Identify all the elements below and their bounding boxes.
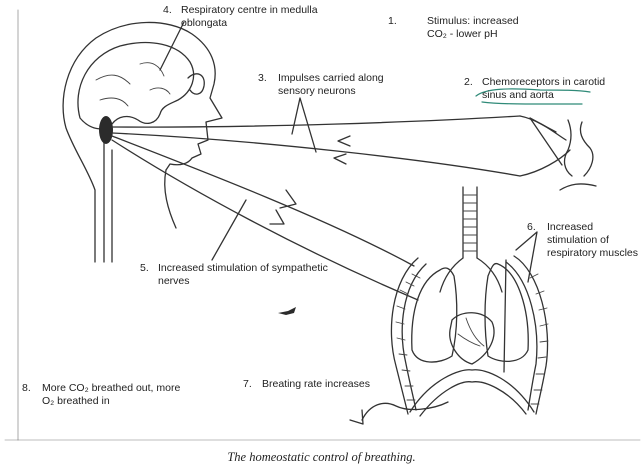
label-3-pointer (291, 97, 317, 153)
label-2-number: 2. (464, 76, 473, 88)
lungs (411, 262, 529, 365)
label-4-pointer (159, 21, 185, 71)
label-7-number: 7. (243, 378, 252, 390)
chemoreceptor-underline (475, 88, 591, 97)
figure-caption: The homeostatic control of breathing. (227, 450, 416, 464)
exhale-arrow (361, 401, 449, 421)
motor-nerves (111, 135, 419, 301)
label-8-number: 8. (22, 382, 31, 394)
label-4-text: Respiratory centre in medulla oblongata (181, 4, 318, 29)
trachea (439, 186, 503, 293)
rib-cage (390, 255, 549, 417)
label-5-number: 5. (140, 262, 149, 274)
sensory-neurons (111, 115, 521, 177)
label-6-pointer (515, 231, 538, 283)
chemoreceptor-underline-2 (481, 101, 583, 105)
label-1-number: 1. (388, 15, 397, 27)
label-6-text: Increased stimulation of respiratory mus… (547, 221, 639, 259)
label-6-number: 6. (527, 221, 536, 233)
label-7-text: Breating rate increases (262, 378, 370, 390)
exhale-arrowhead (349, 409, 364, 425)
label-8-text: More CO₂ breathed out, more O₂ breathed … (42, 382, 181, 407)
head-outline (62, 21, 223, 263)
label-4-number: 4. (163, 4, 172, 16)
medulla-oblongata (99, 116, 113, 144)
ink-mark (278, 307, 296, 315)
label-5-text: Increased stimulation of sympathetic ner… (158, 262, 328, 287)
label-2-text: Chemoreceptors in carotid sinus and aort… (482, 76, 606, 101)
chemoreceptor-vessels (519, 115, 597, 191)
label-3-number: 3. (258, 72, 267, 84)
label-6-pointer-2 (503, 259, 507, 373)
label-3-text: Impulses carried along sensory neurons (278, 72, 384, 97)
label-1-text: Stimulus: increased CO₂ - lower pH (427, 15, 519, 40)
